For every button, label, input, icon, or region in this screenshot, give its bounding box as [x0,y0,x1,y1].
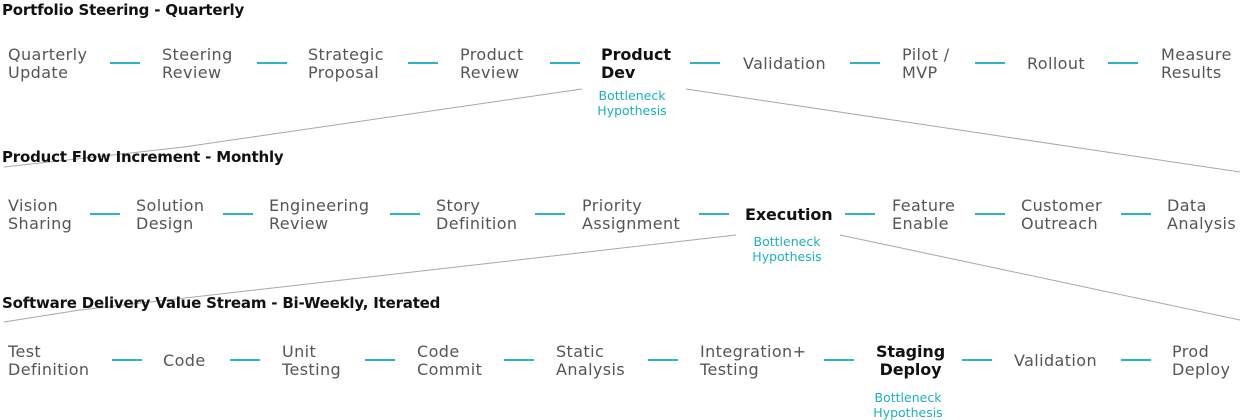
step-data-analysis: Data Analysis [1167,196,1237,233]
step-quarterly-update: Quarterly Update [8,45,88,82]
step-connector [850,62,880,64]
level1-right-zoom-line [685,88,1240,173]
software-delivery-value-stream-title: Software Delivery Value Stream - Bi-Week… [2,294,441,312]
step-connector [110,62,140,64]
step-staging-deploy: Staging Deploy [876,342,946,379]
step-connector [1108,62,1138,64]
step-connector [408,62,438,64]
step-measure-results: Measure Results [1161,45,1232,82]
step-prod-deploy: Prod Deploy [1172,342,1231,379]
step-connector [90,213,120,215]
step-priority-assignment: Priority Assignment [582,196,681,233]
level2-left-zoom-line [3,234,737,323]
step-steering-review: Steering Review [162,45,233,82]
step-connector [690,62,720,64]
step-execution: Execution [745,205,833,224]
step-connector [504,359,534,361]
step-pilot-mvp: Pilot / MVP [902,45,950,82]
step-validation-2: Validation [1014,351,1098,370]
step-product-dev: Product Dev [601,45,671,82]
step-connector [1121,359,1151,361]
step-connector [535,213,565,215]
step-integration-testing: Integration+ Testing [700,342,807,379]
step-connector [230,359,260,361]
bottleneck-hypothesis-note: Bottleneck Hypothesis [873,390,943,420]
step-product-review: Product Review [460,45,524,82]
step-connector [962,359,992,361]
step-connector [112,359,142,361]
product-flow-increment-title: Product Flow Increment - Monthly [2,148,284,166]
step-code-commit: Code Commit [417,342,483,379]
step-customer-outreach: Customer Outreach [1021,196,1102,233]
step-connector [845,213,875,215]
step-connector [1121,213,1151,215]
step-code: Code [163,351,206,370]
step-connector [975,213,1005,215]
step-connector [390,213,420,215]
level2-right-zoom-line [839,234,1240,321]
step-vision-sharing: Vision Sharing [8,196,73,233]
step-connector [365,359,395,361]
step-unit-testing: Unit Testing [282,342,342,379]
step-static-analysis: Static Analysis [556,342,626,379]
step-feature-enable: Feature Enable [892,196,956,233]
step-rollout: Rollout [1027,54,1086,73]
bottleneck-hypothesis-note: Bottleneck Hypothesis [597,88,667,118]
portfolio-steering-title: Portfolio Steering - Quarterly [2,1,245,19]
step-connector [699,213,729,215]
step-test-definition: Test Definition [8,342,90,379]
step-connector [648,359,678,361]
step-connector [550,62,580,64]
bottleneck-hypothesis-note: Bottleneck Hypothesis [752,234,822,264]
step-story-definition: Story Definition [436,196,518,233]
step-connector [975,62,1005,64]
step-strategic-proposal: Strategic Proposal [308,45,384,82]
step-connector [824,359,854,361]
step-validation: Validation [743,54,827,73]
step-solution-design: Solution Design [136,196,205,233]
step-connector [223,213,253,215]
step-engineering-review: Engineering Review [269,196,370,233]
step-connector [257,62,287,64]
level1-left-zoom-line [3,88,583,168]
